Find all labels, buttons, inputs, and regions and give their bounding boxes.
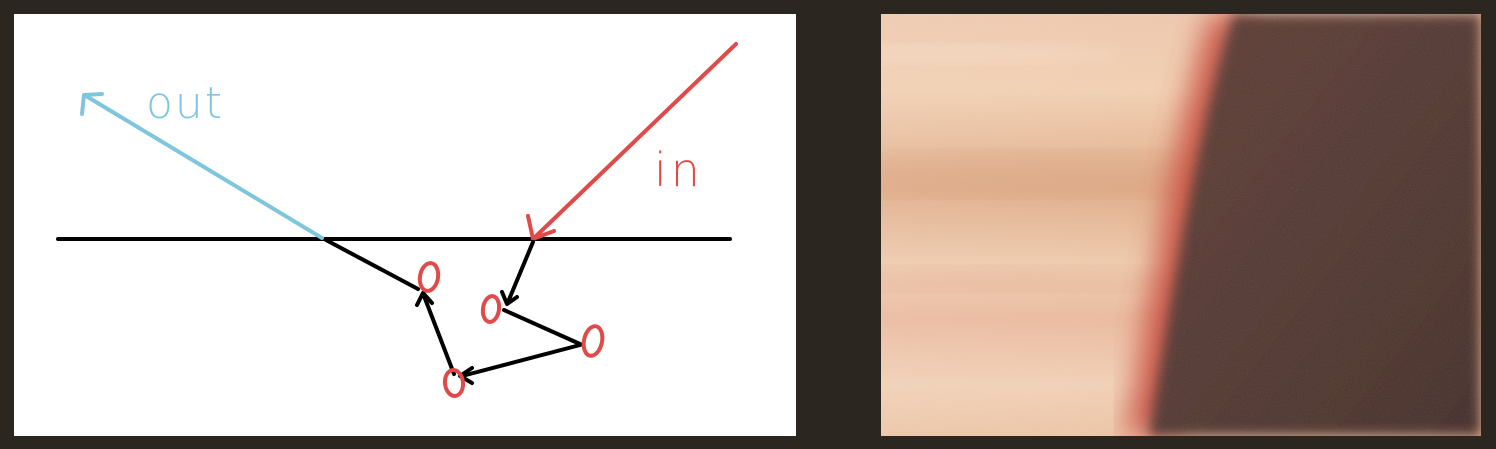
skin-closeup-photo [881,14,1481,436]
outgoing-ray [80,92,324,240]
path-segment-1 [506,240,535,304]
scatter-points [417,261,605,398]
path-segment-3 [460,343,582,378]
arrowhead-1 [500,290,519,306]
scatter-point [417,261,441,293]
arrowhead-4 [415,291,434,307]
scattering-path [324,238,582,385]
label-in: in [654,143,704,197]
label-out: out [146,78,224,129]
path-segment-2 [502,308,582,346]
path-segment-4 [422,294,456,376]
incoming-ray [526,42,738,241]
skin-photo [881,14,1481,436]
scatter-point [480,294,502,324]
subsurface-scattering-diagram: out in [14,14,796,436]
path-segment-5 [324,238,420,291]
scatter-point [442,368,466,398]
scatter-point [581,324,605,358]
diagram-canvas: out in [56,42,738,398]
